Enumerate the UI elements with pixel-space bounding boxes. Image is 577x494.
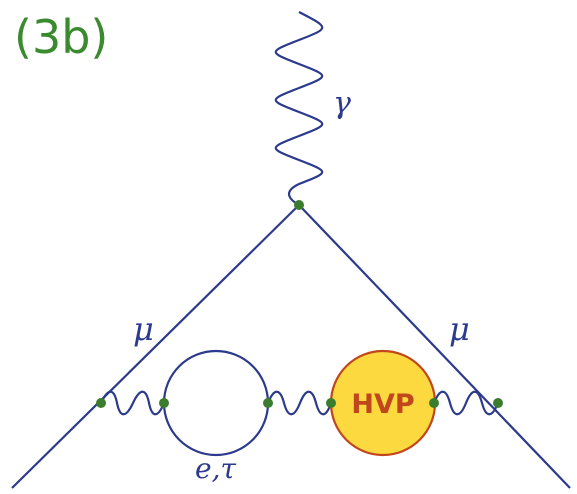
panel-label: (3b) — [14, 10, 109, 64]
muon-label-left: μ — [133, 310, 154, 348]
vertex-blob-right — [429, 398, 439, 408]
vertex-left — [96, 398, 106, 408]
photon-label: γ — [333, 86, 351, 121]
vertex-blob-left — [326, 398, 336, 408]
hvp-label: HVP — [351, 389, 414, 420]
vertex-loop-left — [159, 398, 169, 408]
internal-photon-3 — [432, 390, 500, 416]
vertex-right — [493, 398, 503, 408]
vertex-loop-right — [263, 398, 273, 408]
lepton-loop-label: e,τ — [195, 452, 236, 485]
photon-line — [274, 11, 324, 206]
muon-label-right: μ — [449, 310, 470, 348]
muon-line-right — [298, 204, 571, 489]
lepton-loop — [162, 349, 270, 457]
internal-photon-2 — [266, 390, 333, 416]
muon-line-left — [11, 204, 300, 489]
vertex-top — [294, 200, 304, 210]
internal-photon-1 — [100, 390, 166, 416]
